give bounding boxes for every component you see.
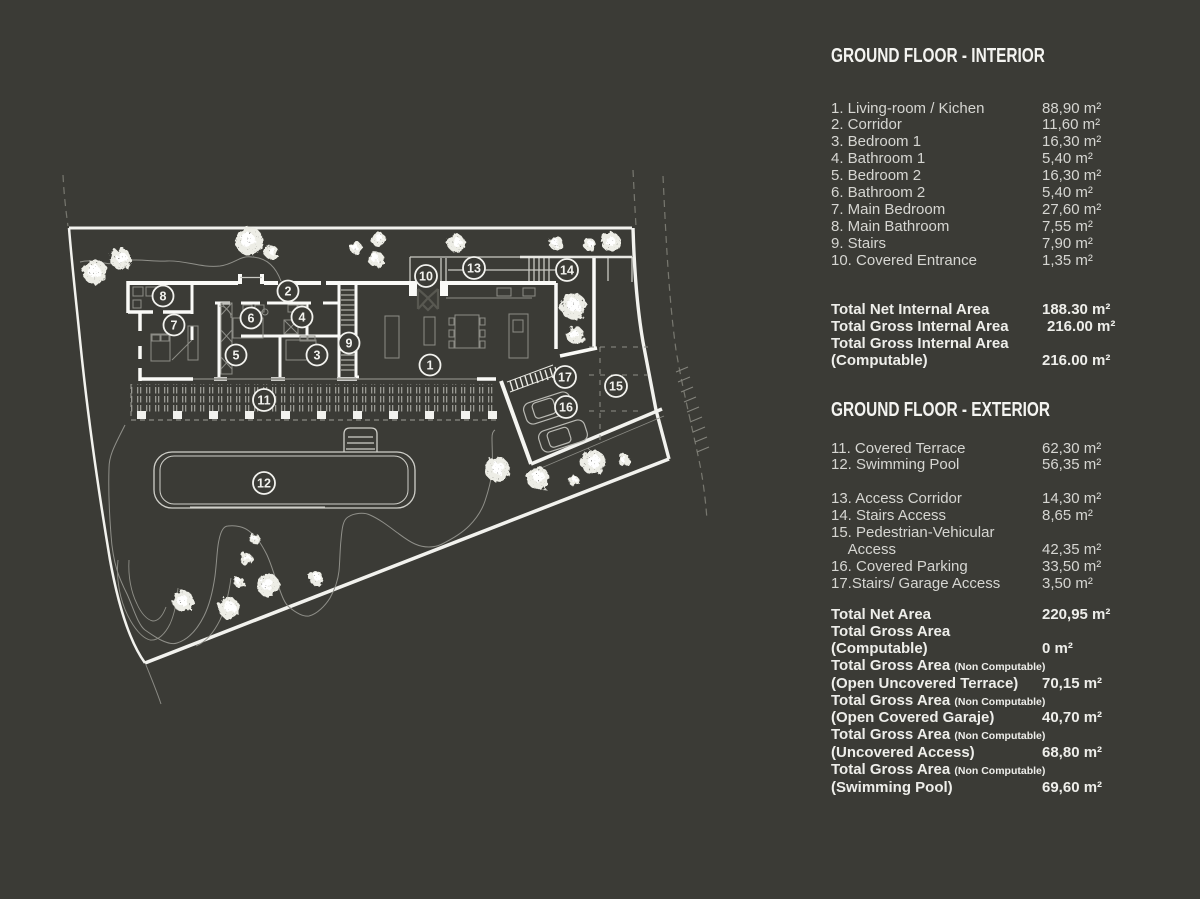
svg-text:10: 10 [419,270,433,284]
svg-text:12: 12 [257,477,271,491]
svg-text:13: 13 [467,262,481,276]
svg-text:17: 17 [558,371,572,385]
svg-text:14: 14 [560,264,574,278]
svg-text:3: 3 [314,349,321,363]
svg-text:4: 4 [299,311,306,325]
svg-text:15: 15 [609,380,623,394]
svg-text:9: 9 [346,337,353,351]
svg-text:1: 1 [427,359,434,373]
svg-text:6: 6 [248,312,255,326]
svg-text:2: 2 [285,285,292,299]
svg-text:7: 7 [171,319,178,333]
svg-text:8: 8 [160,290,167,304]
svg-text:16: 16 [559,401,573,415]
svg-text:5: 5 [233,349,240,363]
svg-text:11: 11 [257,394,270,408]
